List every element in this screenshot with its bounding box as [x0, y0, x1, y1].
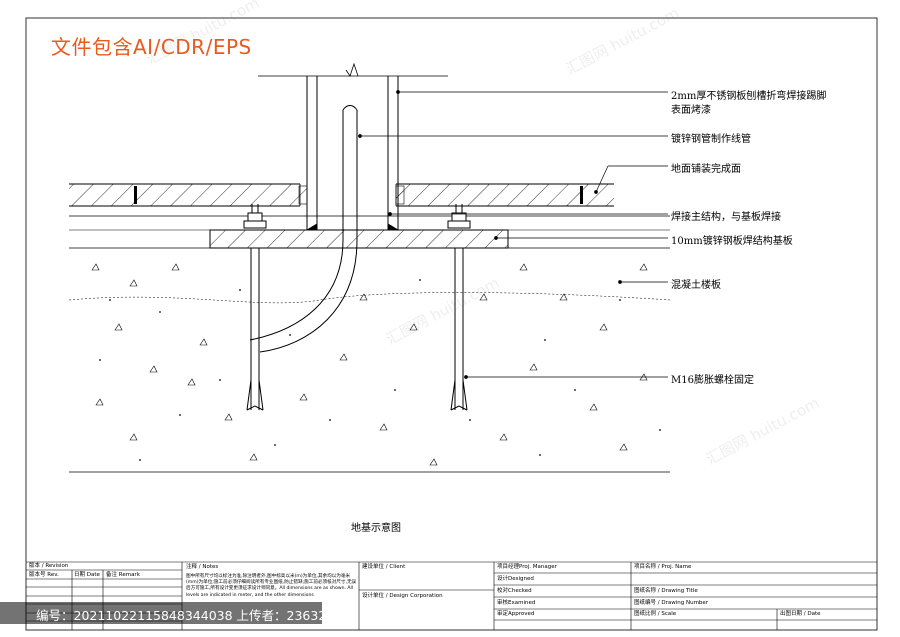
sheet-frame — [25, 17, 878, 631]
upload-info-text: 编号：20211022115848344038 上传者：2363276 — [36, 608, 343, 623]
anchor-bolt-right — [447, 204, 471, 411]
tb-designed: 设计Designed — [497, 576, 534, 582]
format-banner: 文件包含AI/CDR/EPS — [51, 35, 252, 59]
tb-client: 建设单位 / Client — [362, 564, 406, 570]
callout-conduit: 镀锌钢管制作线管 — [671, 134, 751, 145]
callout-skirting: 2mm厚不锈钢板刨槽折弯焊接踢脚 — [671, 91, 827, 102]
tb-examined: 审核Examined — [497, 600, 536, 606]
callout-concrete-slab: 混凝土楼板 — [671, 280, 721, 291]
callout-paint: 表面烤漆 — [671, 105, 711, 116]
leader-lines — [358, 90, 668, 379]
conduit-pipe — [249, 105, 358, 353]
tb-revision: 版本 / Revision — [29, 563, 69, 569]
upload-info-bar — [0, 602, 322, 624]
callout-floor-finish: 地面铺装完成面 — [671, 164, 741, 175]
callout-weld-structure: 焊接主结构，与基板焊接 — [671, 212, 781, 223]
tb-notes-text: 图中所有尺寸均以标注为准,除注明者外,图中标高以米(m)为单位,其余均以为毫米(… — [186, 574, 357, 598]
drawing-caption: 地基示意图 — [351, 523, 401, 534]
tb-checked: 校对Checked — [497, 588, 532, 594]
tb-remark: 备注 Remark — [106, 572, 140, 578]
concrete-slab — [68, 263, 671, 473]
tb-drawing-number: 图纸编号 / Drawing Number — [634, 600, 709, 606]
anchor-bolt-left — [243, 204, 267, 411]
tb-drawing-title: 图纸名称 / Drawing Title — [634, 588, 698, 594]
tb-proj-name: 项目名称 / Proj. Name — [634, 564, 692, 570]
floor-finish-layer — [69, 183, 614, 207]
tb-approved: 审定Approved — [497, 611, 535, 617]
tb-date: 日期 Date — [74, 572, 100, 578]
stainless-posts — [258, 62, 448, 231]
callout-anchor-bolt: M16膨胀螺栓固定 — [671, 375, 754, 386]
tb-notes: 注释 / Notes — [186, 564, 219, 570]
tb-scale: 图纸比例 / Scale — [634, 611, 677, 617]
callout-base-plate: 10mm镀锌钢板焊结构基板 — [671, 236, 793, 247]
tb-proj-manager: 项目经理Proj. Manager — [497, 564, 557, 570]
tb-rev-no: 版本号 Rev. — [29, 572, 59, 578]
tb-design-corp: 设计单位 / Design Corporation — [362, 593, 443, 599]
tb-issue-date: 出图日期 / Date — [780, 611, 821, 617]
base-plate — [69, 229, 670, 249]
